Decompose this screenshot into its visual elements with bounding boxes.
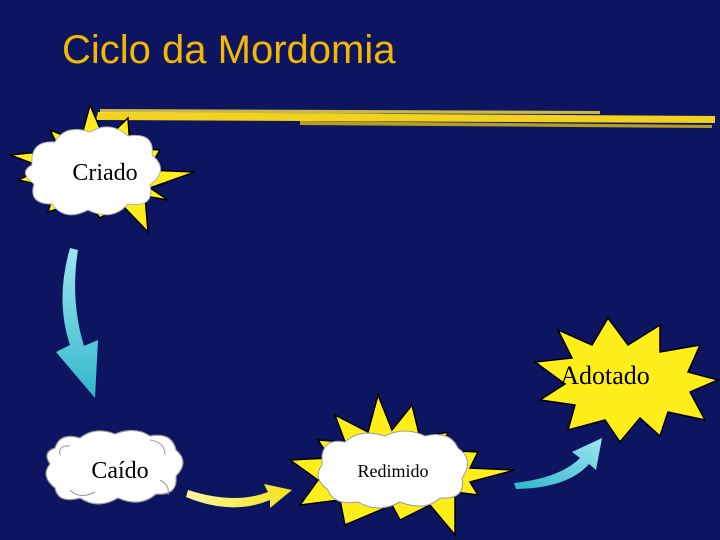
adotado-burst: [532, 316, 720, 444]
criado-node: Criado: [9, 102, 196, 235]
caido-node: Caído: [45, 429, 184, 505]
caido-label: Caído: [91, 458, 148, 484]
criado-cloud: [25, 126, 161, 216]
caido-cloud: [45, 429, 184, 505]
page-title: Ciclo da Mordomia: [62, 28, 396, 72]
adotado-label: Adotado: [560, 361, 650, 390]
redimido-label: Redimido: [358, 461, 429, 481]
adotado-node: Adotado: [532, 316, 720, 444]
caido-to-redimido-arrow: [186, 484, 292, 508]
title-underline: [96, 109, 715, 128]
criado-to-caido-arrow: [56, 248, 98, 398]
redimido-node: Redimido: [287, 392, 516, 538]
redimido-to-adotado-arrow: [514, 438, 602, 489]
criado-label: Criado: [72, 160, 137, 186]
redimido-cloud: [317, 430, 469, 509]
